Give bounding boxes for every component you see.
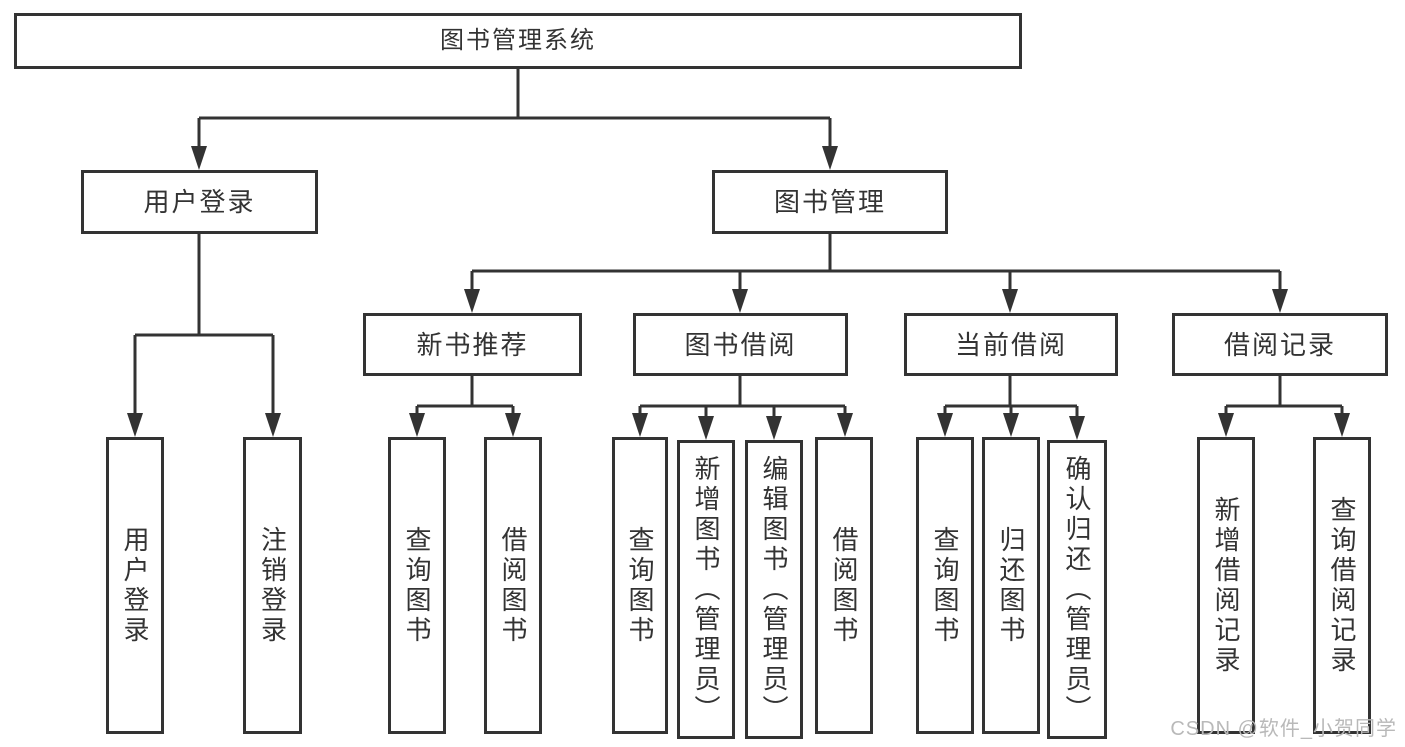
node-label: 新书推荐 xyxy=(416,329,529,360)
node-label: 借阅记录 xyxy=(1223,329,1336,360)
node-library-management-system: 图书管理系统 xyxy=(14,13,1022,69)
leaf-query-book-under-recommend: 查询图书 xyxy=(388,437,446,734)
node-label: 新增图书（管理员） xyxy=(691,454,721,725)
node-label: 借阅图书 xyxy=(498,525,528,646)
leaf-query-book-under-current: 查询图书 xyxy=(916,437,974,734)
leaf-add-book-admin: 新增图书（管理员） xyxy=(677,440,735,739)
node-current-borrow: 当前借阅 xyxy=(904,313,1118,376)
leaf-edit-book-admin: 编辑图书（管理员） xyxy=(745,440,803,739)
leaf-query-book-under-borrow: 查询图书 xyxy=(612,437,668,734)
node-label: 用户登录 xyxy=(143,187,256,217)
leaf-query-borrow-record: 查询借阅记录 xyxy=(1313,437,1371,734)
node-label: 归还图书 xyxy=(996,525,1026,646)
node-user-login: 用户登录 xyxy=(81,170,318,234)
node-label: 确认归还（管理员） xyxy=(1062,454,1092,725)
leaf-logout: 注销登录 xyxy=(243,437,302,734)
node-borrow-records: 借阅记录 xyxy=(1172,313,1388,376)
leaf-user-login: 用户登录 xyxy=(106,437,164,734)
connector-wires xyxy=(133,68,1344,418)
leaf-confirm-return-admin: 确认归还（管理员） xyxy=(1047,440,1107,739)
node-label: 查询图书 xyxy=(402,525,432,646)
node-book-borrow: 图书借阅 xyxy=(633,313,848,376)
node-new-book-recommend: 新书推荐 xyxy=(363,313,582,376)
node-label: 用户登录 xyxy=(120,525,150,646)
node-label: 当前借阅 xyxy=(954,329,1067,360)
node-label: 图书管理 xyxy=(773,187,886,217)
node-label: 注销登录 xyxy=(257,525,288,646)
leaf-return-book: 归还图书 xyxy=(982,437,1040,734)
node-label: 新增借阅记录 xyxy=(1211,495,1241,676)
node-label: 图书管理系统 xyxy=(440,27,596,54)
node-label: 编辑图书（管理员） xyxy=(759,454,789,725)
node-label: 查询借阅记录 xyxy=(1327,495,1357,676)
csdn-watermark: CSDN @软件_小贺同学 xyxy=(1170,718,1397,740)
node-book-management: 图书管理 xyxy=(712,170,948,234)
node-label: 图书借阅 xyxy=(684,329,797,360)
arrowheads xyxy=(127,146,1350,440)
node-label: 查询图书 xyxy=(930,525,960,646)
leaf-borrow-book-under-recommend: 借阅图书 xyxy=(484,437,542,734)
leaf-add-borrow-record: 新增借阅记录 xyxy=(1197,437,1255,734)
node-label: 借阅图书 xyxy=(829,525,859,646)
node-label: 查询图书 xyxy=(625,525,655,646)
leaf-borrow-book-under-borrow: 借阅图书 xyxy=(815,437,873,734)
